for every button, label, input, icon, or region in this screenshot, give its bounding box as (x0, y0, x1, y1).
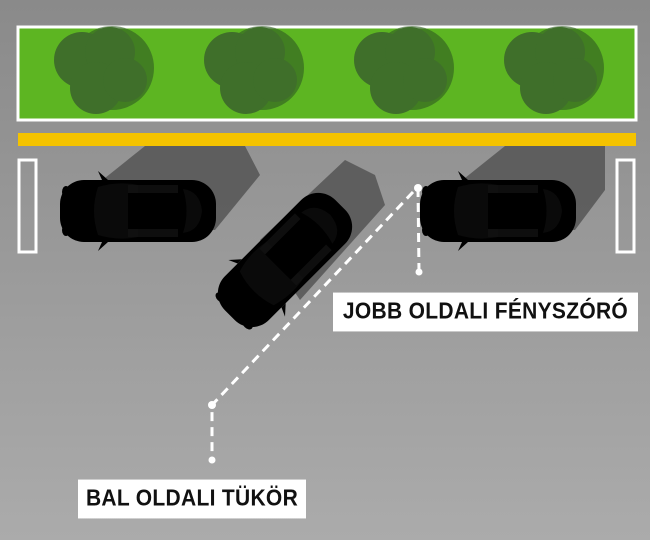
parking-marker-right (615, 158, 636, 254)
label-left-mirror: BAL OLDALI TÜKÖR (78, 479, 306, 519)
parking-marker-left (17, 158, 38, 254)
hedge (16, 25, 638, 122)
car-gray: #cg .body{fill:#4a4a4a}#cg .roof{fill:#3… (60, 171, 216, 251)
car-blue: #cb .body{fill:#1f6fa0}#cb .roof{fill:#1… (420, 171, 576, 251)
curb-line (18, 133, 636, 146)
bush-icon (54, 27, 597, 114)
label-right-headlight: JOBB OLDALI FÉNYSZÓRÓ (333, 292, 638, 332)
guide-dots (208, 184, 423, 464)
